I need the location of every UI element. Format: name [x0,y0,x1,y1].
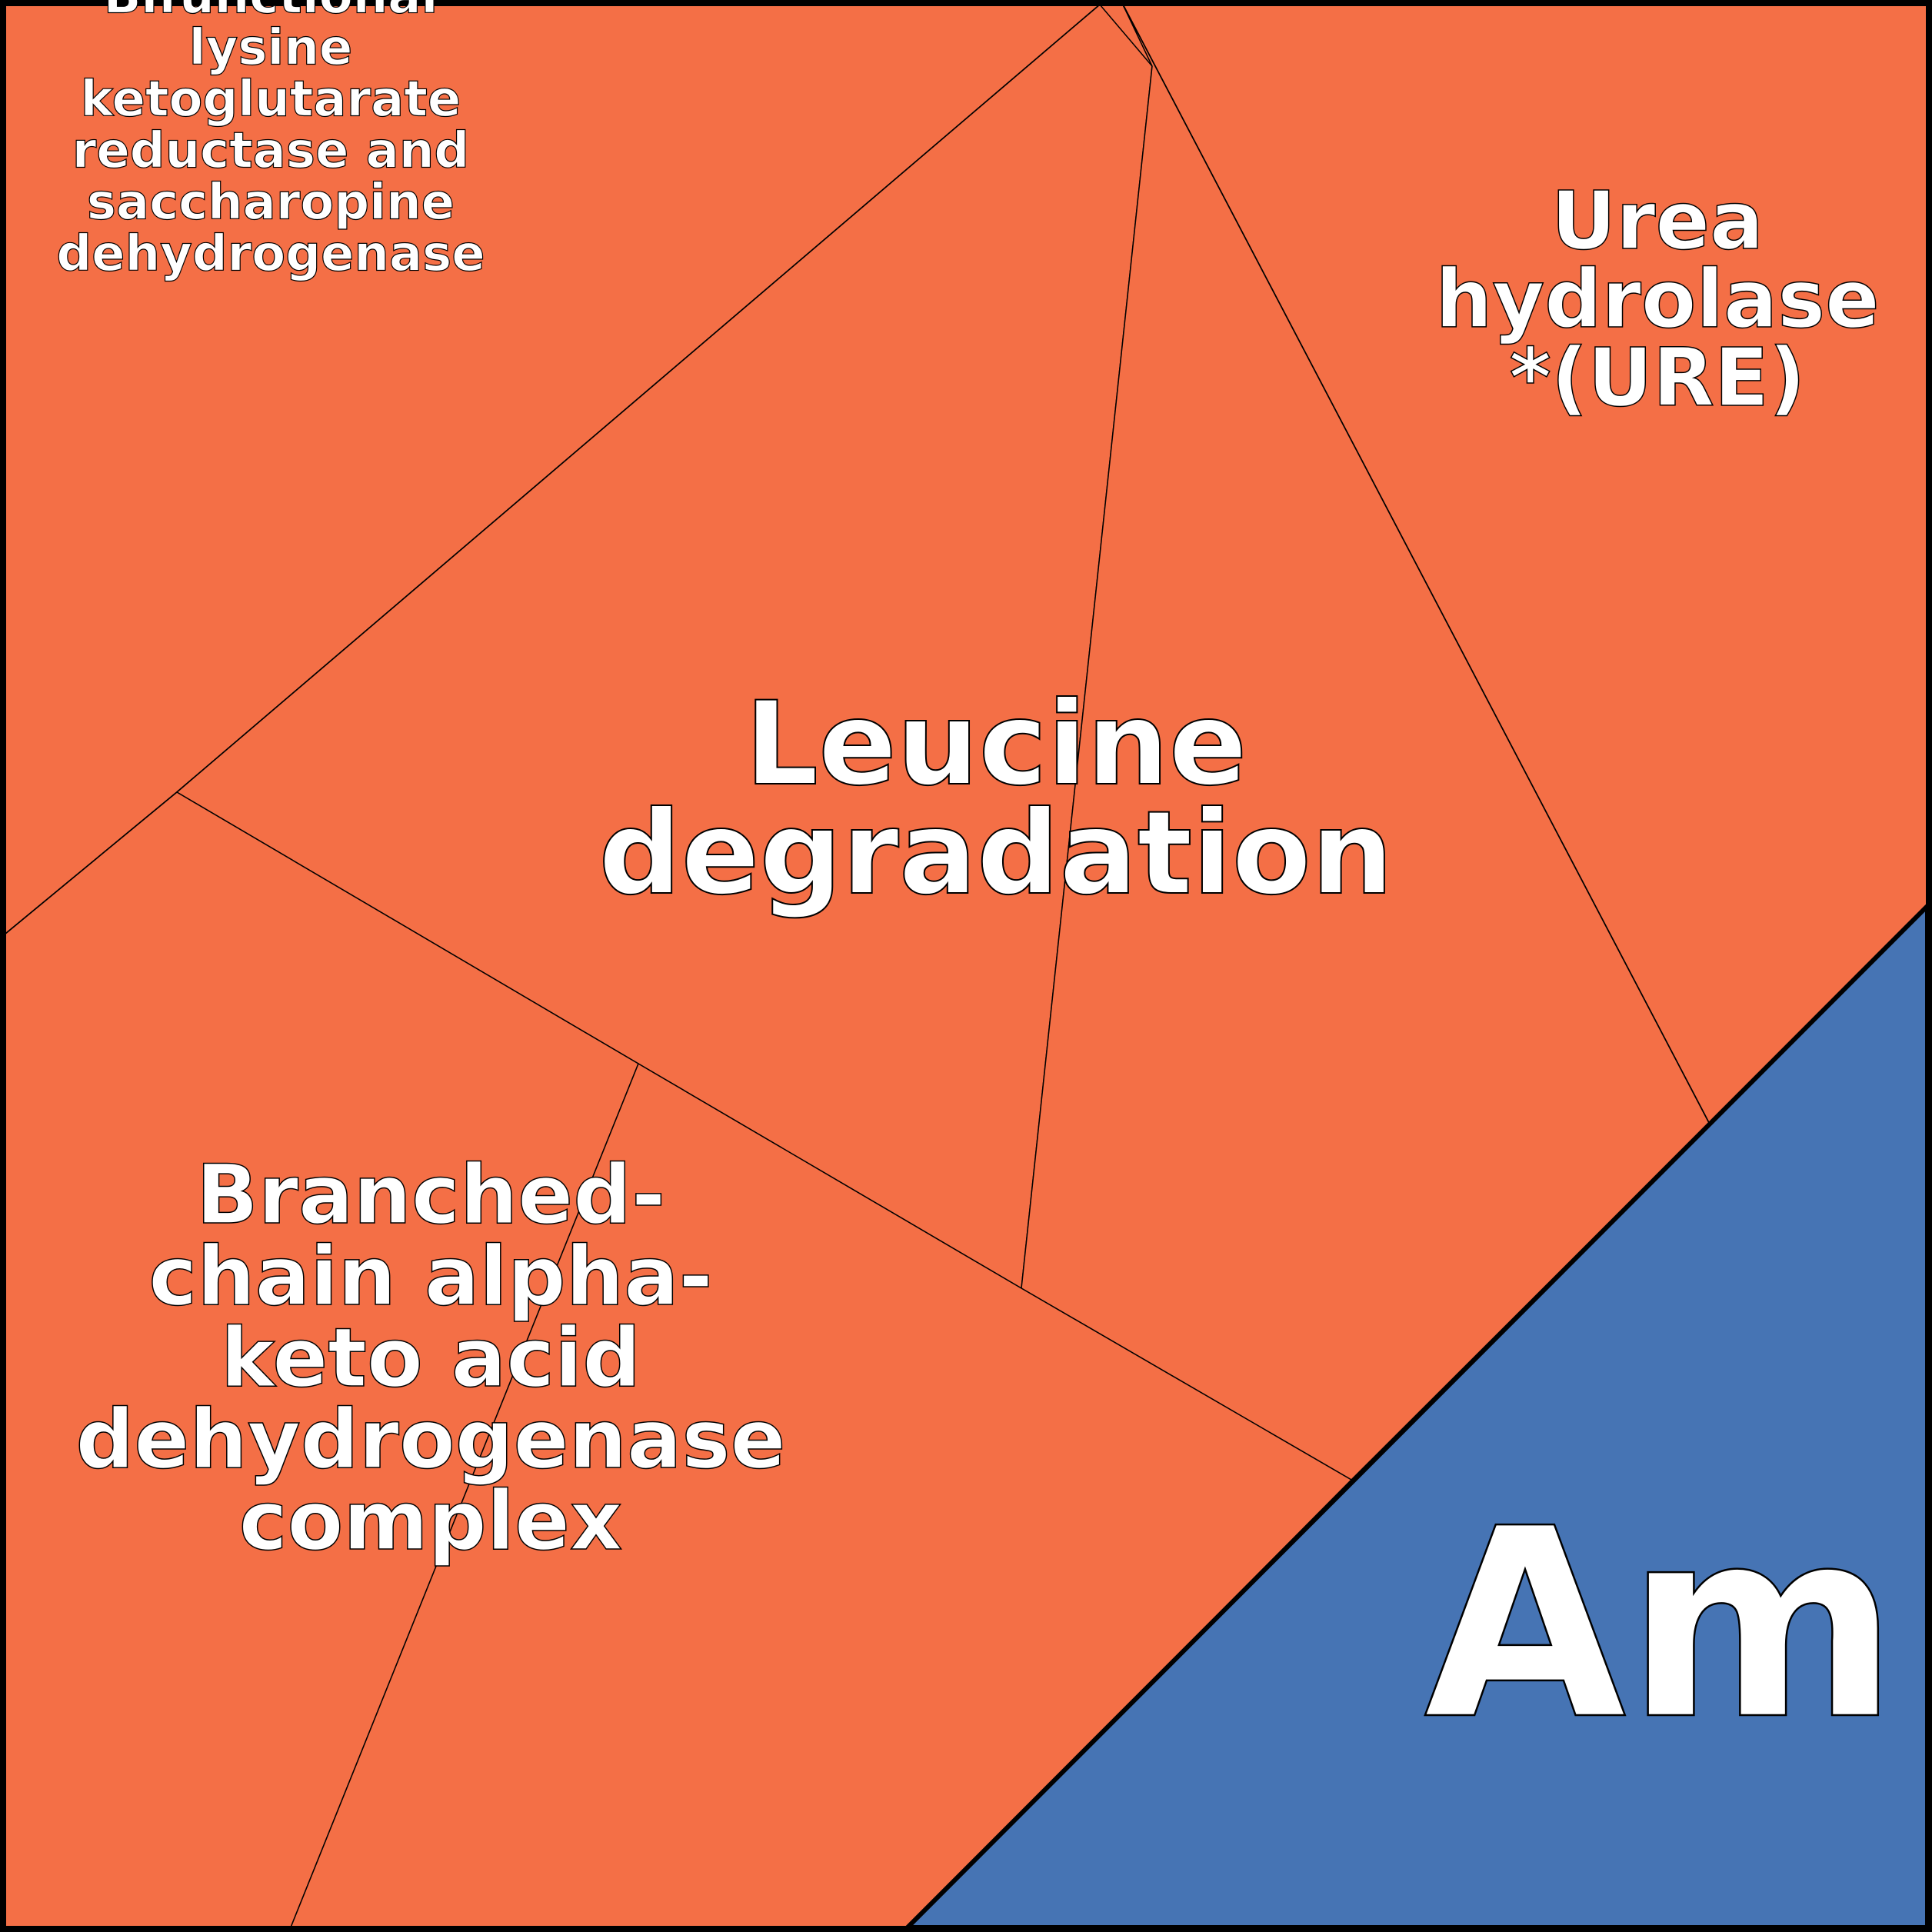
label-line: Bifunctional [104,0,438,25]
label-line: Urea [1551,174,1764,268]
label-line: ketoglutarate [81,72,461,128]
label-line: dehydrogenase [56,226,485,283]
label-line: Leucine [745,678,1247,811]
label-line: keto acid [221,1311,641,1405]
label-am: Am [1424,1473,1898,1777]
label-bifunctional-lysine: Bifunctionallysineketoglutaratereductase… [56,0,485,283]
label-line: hydrolase [1435,252,1879,346]
label-line: complex [239,1474,623,1568]
label-line: degradation [598,787,1393,921]
label-line: lysine [189,20,353,77]
label-line: chain alpha- [148,1229,712,1324]
label-line: dehydrogenase [75,1392,785,1487]
label-line: reductase and [72,123,469,180]
label-line: *(URE) [1509,331,1805,425]
label-line: Am [1424,1473,1898,1777]
label-line: saccharopine [87,175,455,232]
label-line: Branched- [196,1148,665,1242]
